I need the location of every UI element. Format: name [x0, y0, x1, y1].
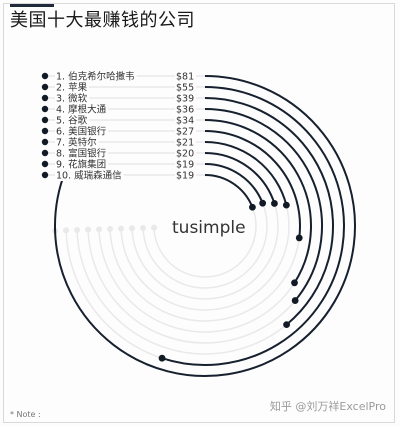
- category-label-1: 1. 伯克希尔哈撒韦: [56, 71, 135, 83]
- category-label-10: 10. 威瑞森通信: [56, 170, 122, 182]
- value-label-bg-10: [175, 169, 197, 181]
- bar-arc-4: [204, 108, 323, 302]
- value-label-9: $19: [176, 160, 194, 171]
- value-label-bg-9: [175, 158, 197, 170]
- value-label-bg-6: [175, 125, 197, 137]
- category-label-7: 7. 英特尔: [56, 137, 97, 149]
- legend-dot-8: [41, 149, 49, 157]
- category-label-9: 9. 花旗集团: [56, 159, 106, 171]
- value-label-bg-4: [175, 103, 197, 115]
- value-label-bg-3: [175, 92, 197, 104]
- legend-dot-2: [41, 83, 49, 91]
- bar-arc-9: [204, 163, 264, 204]
- value-label-3: $39: [176, 94, 194, 105]
- legend-dot-9: [41, 160, 49, 168]
- bar-end-dot-10: [249, 203, 256, 211]
- value-label-bg-1: [175, 70, 197, 82]
- track-end-dot-7: [118, 225, 125, 232]
- bar-end-dot-6: [295, 234, 303, 242]
- legend-dot-1: [41, 72, 49, 80]
- legend-dot-5: [41, 116, 49, 124]
- category-label-bg-2: [55, 81, 90, 93]
- bar-end-dot-3: [283, 321, 290, 329]
- track-end-dot-5: [96, 226, 103, 233]
- category-label-3: 3. 微软: [56, 93, 88, 105]
- category-label-bg-4: [55, 103, 109, 115]
- value-label-bg-5: [175, 114, 197, 126]
- bar-arc-5: [204, 119, 312, 284]
- category-label-bg-3: [55, 92, 90, 104]
- track-end-dot-4: [85, 226, 92, 233]
- value-label-8: $20: [176, 149, 194, 160]
- bar-arc-3: [204, 97, 334, 326]
- value-label-bg-2: [175, 81, 197, 93]
- category-label-5: 5. 谷歌: [56, 115, 88, 127]
- track-end-dot-2: [63, 227, 70, 234]
- bar-arc-10: [204, 174, 254, 208]
- chart-title: 美国十大最赚钱的公司: [10, 10, 195, 31]
- value-label-bg-7: [175, 136, 197, 148]
- category-label-8: 8. 富国银行: [56, 148, 107, 160]
- category-label-6: 6. 美国银行: [56, 126, 107, 138]
- legend-dot-7: [41, 138, 49, 146]
- title-accent-bar: [10, 4, 54, 7]
- category-label-4: 4. 摩根大通: [56, 104, 107, 116]
- bar-end-dot-9: [259, 199, 267, 207]
- category-label-bg-8: [55, 147, 109, 159]
- value-label-2: $55: [176, 83, 194, 94]
- legend-dot-6: [41, 127, 49, 135]
- bar-arc-1: [54, 75, 356, 377]
- center-text: tusimple: [172, 218, 246, 238]
- category-label-bg-5: [55, 114, 90, 126]
- bar-end-dot-2: [158, 354, 166, 362]
- category-label-bg-10: [55, 169, 124, 181]
- track-end-dot-3: [74, 227, 81, 234]
- track-end-dot-9: [140, 224, 147, 231]
- legend-dot-4: [41, 105, 49, 113]
- bar-end-dot-4: [291, 297, 299, 304]
- value-label-7: $21: [176, 138, 194, 149]
- category-label-bg-6: [55, 125, 109, 137]
- bar-end-dot-7: [282, 201, 290, 209]
- value-label-6: $27: [176, 127, 194, 138]
- label-group: 1. 伯克希尔哈撒韦 $81 2. 苹果 $55 3. 微软 $39 4. 摩根大通 $36 5…: [41, 70, 197, 182]
- bar-arc-2: [161, 86, 345, 366]
- category-label-bg-9: [55, 158, 109, 170]
- value-label-bg-8: [175, 147, 197, 159]
- track-end-dot-10: [151, 224, 158, 231]
- footnote: * Note :: [10, 410, 41, 419]
- track-end-dot-8: [129, 225, 136, 232]
- bar-arc-7: [204, 141, 288, 206]
- bar-arc-8: [204, 152, 276, 204]
- legend-dot-3: [41, 94, 49, 102]
- value-label-10: $19: [176, 171, 194, 182]
- value-label-4: $36: [176, 105, 194, 116]
- bar-arc-6: [204, 130, 301, 239]
- legend-dot-10: [41, 171, 49, 179]
- category-label-2: 2. 苹果: [56, 82, 88, 94]
- track-end-dot-6: [107, 225, 114, 232]
- category-label-bg-7: [55, 136, 99, 148]
- watermark: 知乎 @刘万祥ExcelPro: [269, 400, 386, 413]
- value-label-1: $81: [176, 72, 194, 83]
- bar-end-dot-5: [291, 279, 298, 287]
- value-label-5: $34: [176, 116, 194, 127]
- category-label-bg-1: [55, 70, 137, 82]
- bar-end-dot-8: [271, 200, 278, 207]
